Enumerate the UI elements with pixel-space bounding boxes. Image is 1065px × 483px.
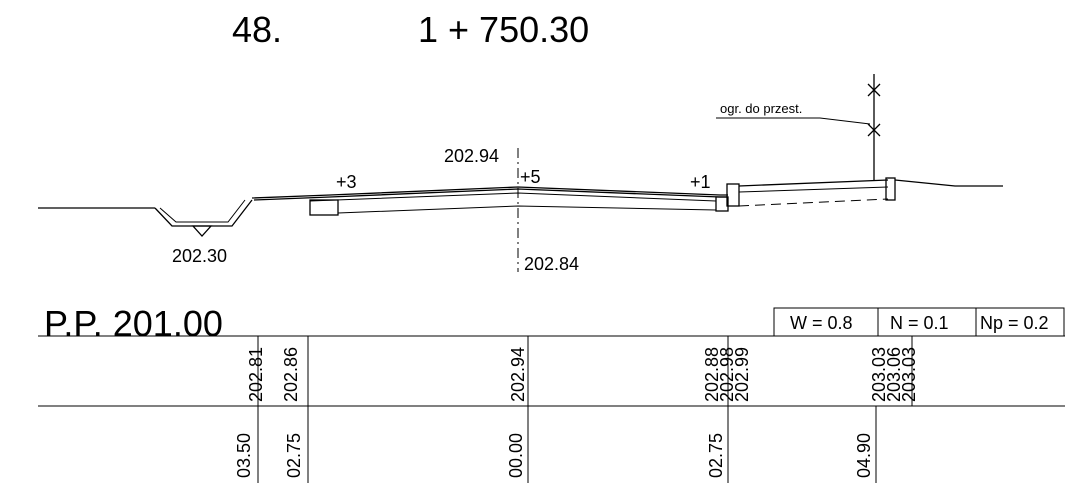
param-n: N = 0.1 [890,313,949,333]
road-profile [38,74,1003,272]
parameter-box: W = 0.8 N = 0.1 Np = 0.2 [773,307,1065,337]
elevation-value: 203.06 [884,347,904,402]
slope-right-label: +1 [690,172,711,192]
elevation-value: 202.86 [281,347,301,402]
ditch-inner [159,199,246,223]
curb-left [309,199,339,216]
elevation-value: 202.98 [717,347,737,402]
chainage: 1 + 750.30 [418,9,589,50]
axis-top-level-label: 202.94 [444,146,499,166]
distance-value: 00.00 [506,433,526,478]
pavement-top [251,186,728,199]
elevation-value: 202.81 [246,347,266,402]
curb-right [715,196,729,212]
datum-label: P.P. 201.00 [44,303,223,344]
subbase-bottom [337,205,717,214]
distance-values: 03.50 02.75 00.00 02.75 04.90 [234,433,874,478]
edge-stone-right [885,177,896,201]
fence-label: ogr. do przest. [720,101,802,116]
elevation-ticks [257,336,913,406]
elevation-value: 202.88 [702,347,722,402]
elevation-values: 202.81 202.86 202.94 202.88 202.98 202.9… [246,347,919,402]
ground-line-right [894,179,1003,187]
sidewalk-top [738,179,889,187]
elevation-value: 203.03 [899,347,919,402]
cross-section-number: 48. [232,9,282,50]
distance-value: 04.90 [854,433,874,478]
elevation-value: 202.99 [732,347,752,402]
slope-axis-label: +5 [520,167,541,187]
fence-label-leader [716,117,871,125]
elevation-value: 203.03 [869,347,889,402]
elevation-value: 202.94 [508,347,528,402]
distance-value: 02.75 [706,433,726,478]
ditch-level-label: 202.30 [172,246,227,266]
distance-ticks [257,406,877,483]
sidewalk-edge [726,183,740,207]
water-level-icon [191,225,213,237]
sidewalk-top-2 [738,186,889,193]
distance-value: 02.75 [284,433,304,478]
fence-cross-top [867,83,881,97]
fence-cross-bottom [867,123,881,137]
sidewalk-bottom-dashed [738,198,889,207]
param-w: W = 0.8 [790,313,853,333]
param-np: Np = 0.2 [980,313,1049,333]
slope-left-label: +3 [336,172,357,192]
distance-value: 03.50 [234,433,254,478]
axis-bottom-level-label: 202.84 [524,254,579,274]
